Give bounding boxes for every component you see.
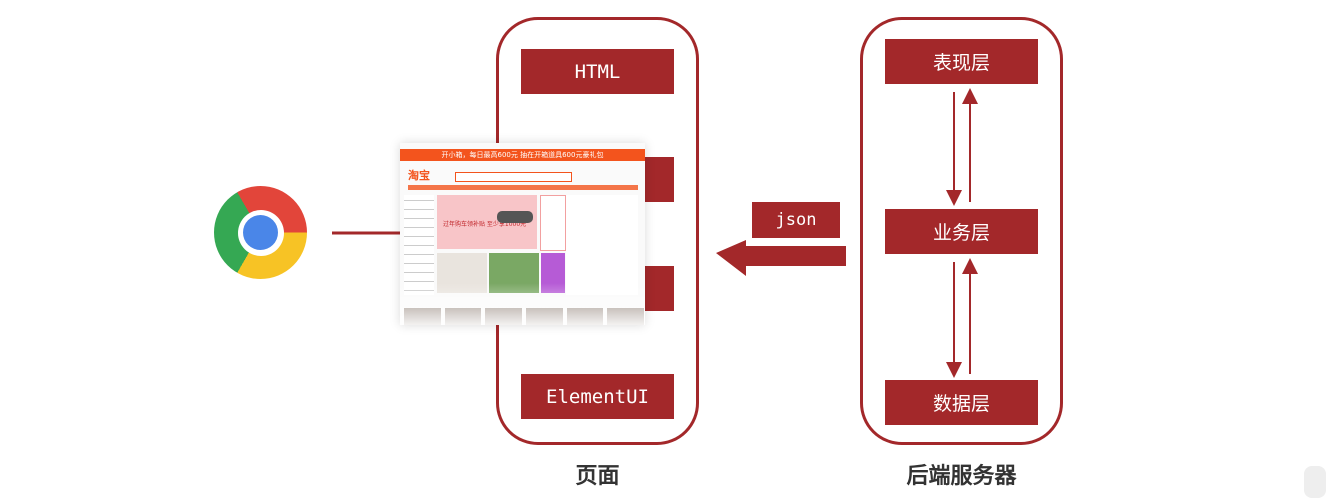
screenshot-banner: 过年购车领补贴 至少享1000元	[437, 195, 537, 249]
browser-connector	[332, 231, 403, 235]
chrome-center	[243, 215, 278, 250]
screenshot-nav	[408, 185, 638, 190]
car-image	[497, 211, 533, 223]
elementui-layer: ElementUI	[521, 374, 674, 419]
data-layer: 数据层	[885, 380, 1038, 425]
screenshot-logo: 淘宝	[408, 169, 430, 182]
page-caption: 页面	[575, 464, 620, 489]
screenshot-fade	[400, 283, 645, 325]
screenshot-topbar: 开小箱，每日最高600元 抽在开箱道具600元豪礼包	[400, 149, 645, 161]
screenshot-user-panel	[566, 195, 638, 295]
backend-caption: 后端服务器	[906, 464, 1017, 489]
business-layer: 业务层	[885, 209, 1038, 254]
layer-arrows	[946, 88, 978, 378]
screenshot-banner-text: 过年购车领补贴 至少享1000元	[443, 221, 527, 228]
screenshot-search	[455, 172, 572, 182]
screenshot-sidebar	[404, 195, 434, 295]
screenshot-ad	[540, 195, 566, 251]
json-arrow	[716, 240, 846, 276]
backend-frame	[860, 17, 1063, 445]
html-layer: HTML	[521, 49, 674, 94]
json-label: json	[752, 202, 840, 238]
corner-handle[interactable]	[1304, 466, 1326, 498]
presentation-layer: 表现层	[885, 39, 1038, 84]
chrome-icon	[214, 186, 307, 279]
